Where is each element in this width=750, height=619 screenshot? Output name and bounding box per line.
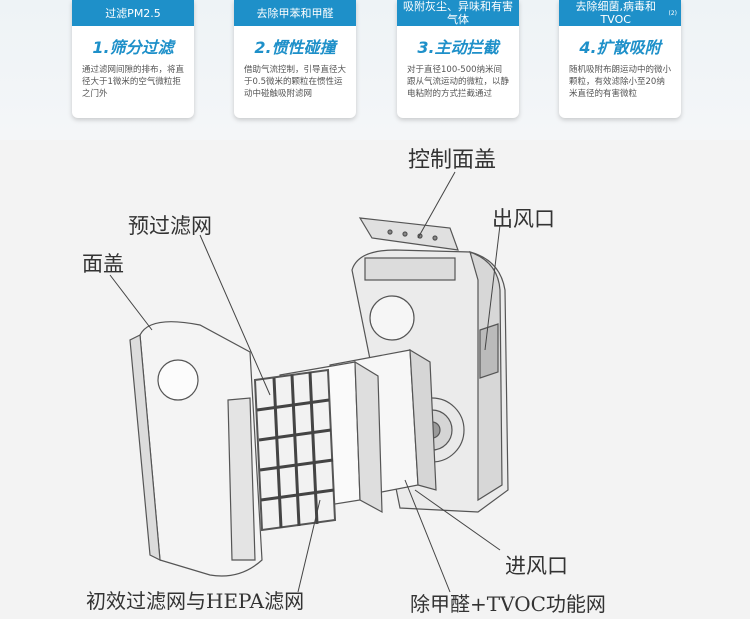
feature-card-2: 去除甲苯和甲醛 2.惯性碰撞 借助气流控制，引导直径大于0.5微米的颗粒在惯性运… xyxy=(234,0,356,118)
feature-card-description: 借助气流控制，引导直径大于0.5微米的颗粒在惯性运动中碰触吸附滤网 xyxy=(244,65,347,99)
feature-card-header-text: 去除细菌,病毒和TVOC xyxy=(575,0,657,26)
pre-filter-part xyxy=(253,368,337,532)
label-formaldehyde-tvoc: 除甲醛+TVOC功能网 xyxy=(410,592,606,616)
label-primary-hepa: 初效过滤网与HEPA滤网 xyxy=(86,589,305,613)
feature-card-1: 过滤PM2.5 1.筛分过滤 通过滤网间隙的排布，将直径大于1微米的空气微粒拒之… xyxy=(72,0,194,118)
label-air-outlet: 出风口 xyxy=(492,207,555,231)
footnote-marker: (2) xyxy=(668,9,678,17)
feature-card-title: 3.主动拦截 xyxy=(417,38,499,57)
front-cover-part xyxy=(129,321,263,577)
feature-card-title: 4.扩散吸附 xyxy=(579,38,661,57)
feature-card-header: 过滤PM2.5 xyxy=(72,0,194,26)
feature-card-description: 通过滤网间隙的排布，将直径大于1微米的空气微粒拒之门外 xyxy=(82,65,185,99)
feature-card-description: 对于直径100-500纳米间跟从气流运动的微粒，以静电粘附的方式拦截通过 xyxy=(407,65,510,99)
control-cover-part xyxy=(358,217,459,251)
feature-card-header: 吸附灰尘、异味和有害气体 xyxy=(397,0,519,26)
feature-card-header: 去除细菌,病毒和TVOC (2) xyxy=(559,0,681,26)
feature-card-3: 吸附灰尘、异味和有害气体 3.主动拦截 对于直径100-500纳米间跟从气流运动… xyxy=(397,0,519,118)
feature-card-description: 随机吸附布朗运动中的微小颗粒，有效滤除小至20纳米直径的有害微粒 xyxy=(569,65,672,99)
feature-card-4: 去除细菌,病毒和TVOC (2) 4.扩散吸附 随机吸附布朗运动中的微小颗粒，有效… xyxy=(559,0,681,118)
feature-card-title: 1.筛分过滤 xyxy=(92,38,174,57)
exploded-view-diagram: 控制面盖 出风口 预过滤网 面盖 进风口 初效过滤网与HEPA滤网 除甲醛+TV… xyxy=(0,140,750,619)
feature-card-header: 去除甲苯和甲醛 xyxy=(234,0,356,26)
purifier-exploded-illustration xyxy=(109,171,509,593)
label-pre-filter: 预过滤网 xyxy=(128,214,212,238)
label-front-cover: 面盖 xyxy=(82,252,124,276)
label-air-inlet: 进风口 xyxy=(505,554,568,578)
feature-card-title: 2.惯性碰撞 xyxy=(254,38,336,57)
leader-lines xyxy=(109,171,501,593)
label-control-cover: 控制面盖 xyxy=(408,148,497,173)
